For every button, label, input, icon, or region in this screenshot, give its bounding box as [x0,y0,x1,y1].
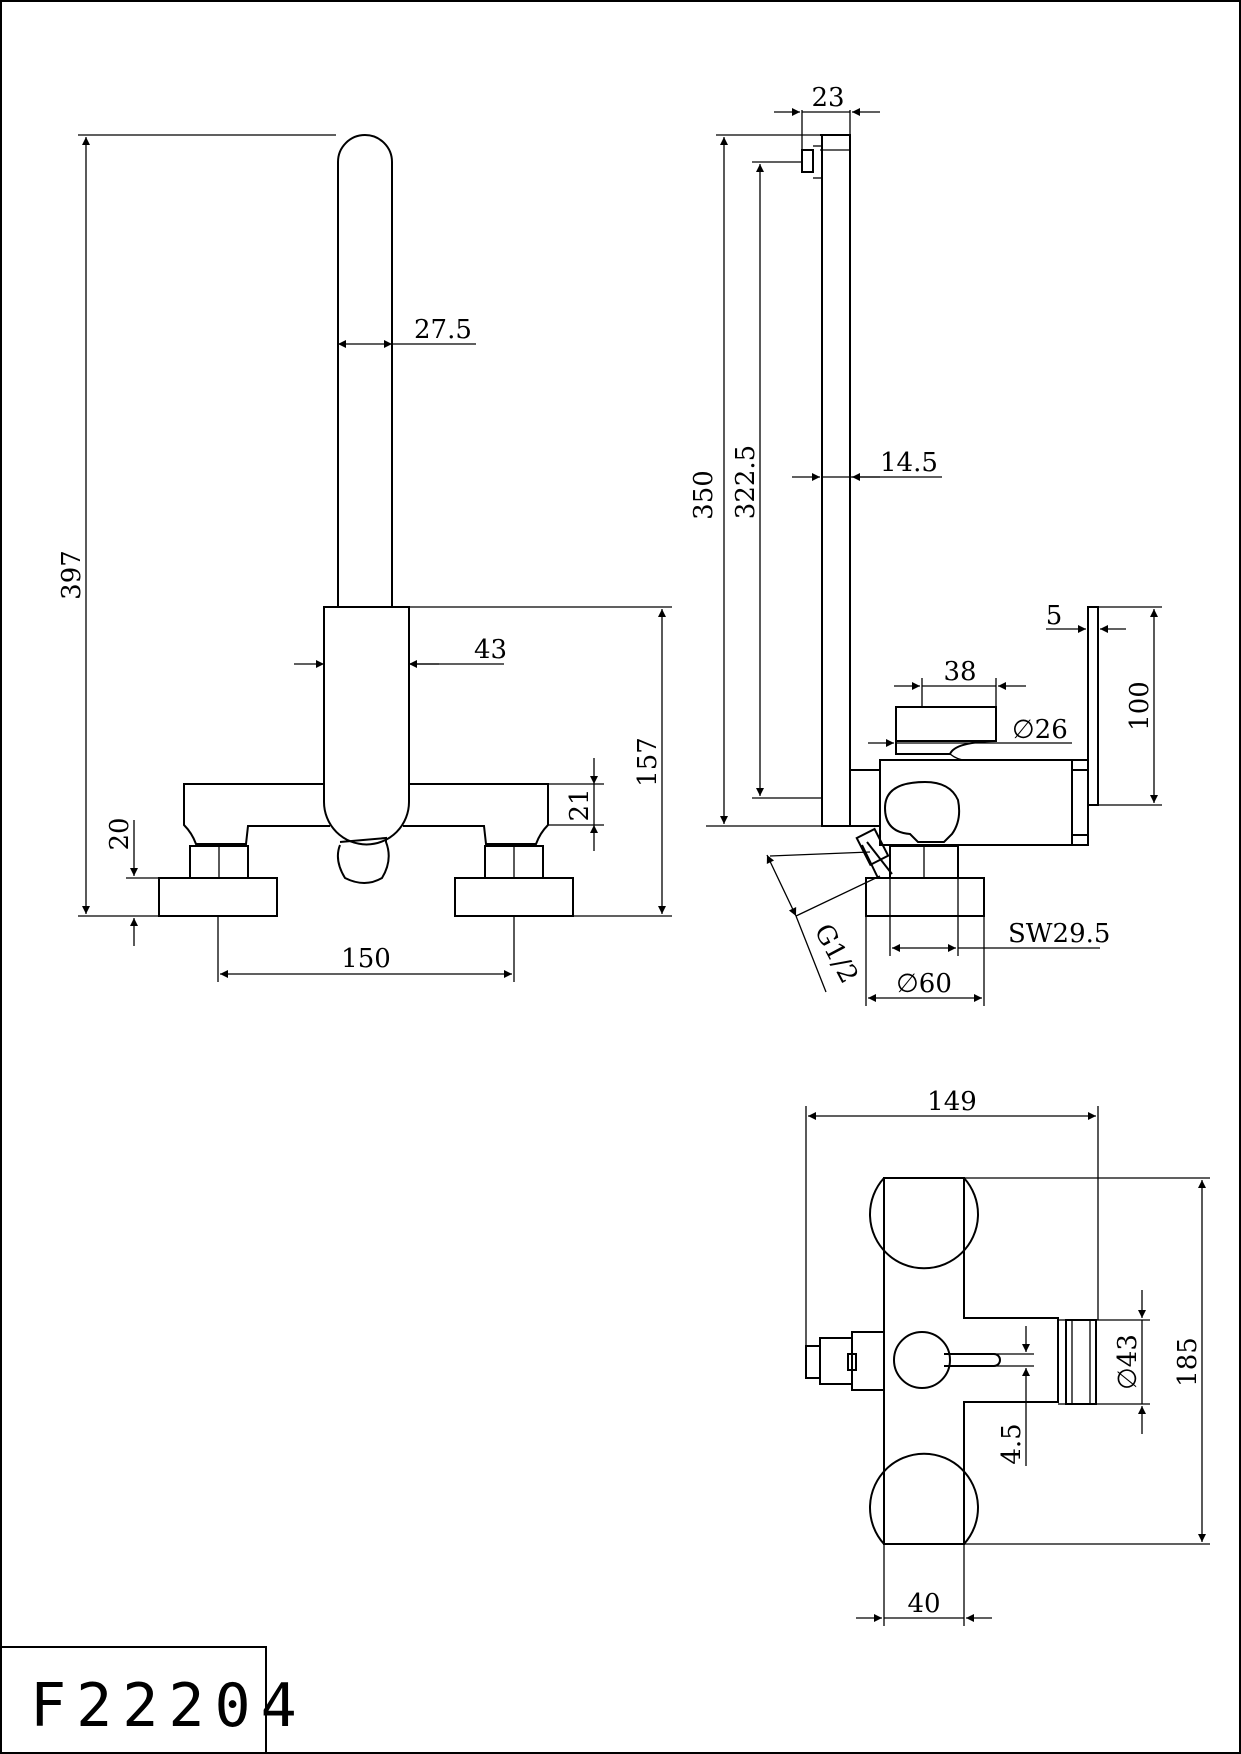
side-body [879,759,1073,846]
dim-23: 23 [811,83,844,113]
dim-40: 40 [907,1589,940,1619]
top-view-upper-cap [869,1177,979,1270]
title-block-frame [0,1646,267,1754]
dim-43-front: 43 [474,635,507,665]
side-tube [820,134,851,827]
dim-157: 157 [633,737,663,787]
dim-322-5: 322.5 [731,445,761,519]
dim-185: 185 [1173,1337,1203,1387]
side-view: 23 350 322.5 14.5 5 100 38 [689,83,1162,1006]
dim-350: 350 [689,470,719,520]
side-wall-plate [1087,606,1099,806]
front-left-arm [183,783,330,845]
dim-14-5: 14.5 [880,448,938,478]
dim-149: 149 [927,1087,977,1117]
side-knob [883,780,961,843]
side-inlet [861,841,893,879]
front-view: 397 27.5 43 157 21 20 150 [57,134,672,982]
front-right-arm [403,783,549,845]
dim-5: 5 [1046,601,1063,631]
side-connector [849,769,881,827]
top-view-lower-cap [869,1452,979,1545]
dim-100: 100 [1125,681,1155,731]
side-flange [865,877,985,917]
front-spout-tube [337,134,393,607]
front-body [323,606,410,846]
dim-g1-2: G1/2 [808,919,864,988]
front-right-flange [454,877,574,917]
top-view-body [883,1177,1059,1545]
dim-diameter-26: ∅26 [1012,715,1068,745]
side-top-clip [801,149,814,173]
front-spout-outlet [336,836,390,884]
dim-397: 397 [57,550,87,600]
top-view-knob [893,1331,951,1389]
dim-27-5: 27.5 [414,315,472,345]
dim-21: 21 [565,788,595,821]
dim-20: 20 [105,817,135,850]
dim-diameter-60: ∅60 [896,969,952,999]
top-view-lever [944,1353,1001,1367]
dim-150: 150 [341,944,391,974]
top-view: 149 185 ∅43 4.5 40 [805,1087,1210,1626]
dim-diameter-43: ∅43 [1113,1334,1143,1390]
product-code: F22204 [30,1671,307,1741]
top-view-outlet [1065,1319,1097,1405]
dim-4-5: 4.5 [997,1423,1027,1464]
side-handle [895,706,997,742]
front-left-flange [158,877,278,917]
dim-sw29-5: SW29.5 [1008,919,1110,949]
dim-38: 38 [943,657,976,687]
title-block: F22204 [0,1646,307,1754]
